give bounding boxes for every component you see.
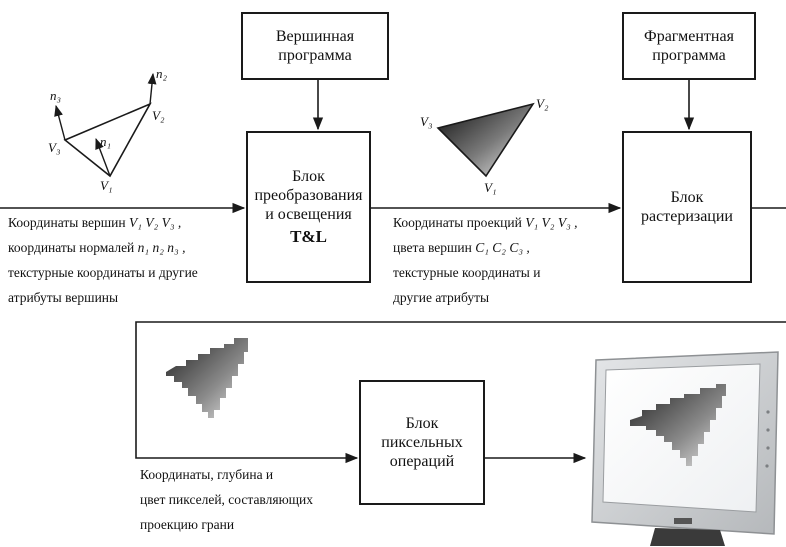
fragment-program-line2: программа: [652, 47, 726, 64]
label-n1: n₁: [100, 134, 111, 149]
projection-l3: текстурные координаты и: [393, 265, 541, 280]
projection-l2-vars: C₁ C₂ C₃ ,: [475, 240, 530, 255]
raster-block-box: Блок растеризации: [622, 131, 752, 283]
vertex-input-l3: текстурные координаты и другие: [8, 265, 198, 280]
vertex-program-line1: Вершинная: [275, 27, 355, 45]
projection-l4: другие атрибуты: [393, 290, 490, 305]
return-line: [135, 321, 786, 464]
tl-block-line3: и освещения: [265, 206, 352, 224]
label-v2: V₂: [152, 108, 165, 123]
tl-block-line2: преобразования: [254, 187, 363, 205]
tl-block-line1: Блок: [292, 168, 325, 186]
projected-triangle: [436, 102, 535, 178]
wireframe-triangle: [54, 72, 157, 178]
pixels-caption: Координаты, глубина и цвет пикселей, сос…: [140, 462, 313, 537]
label-v3: V₃: [48, 140, 60, 155]
tl-block-box: Блок преобразования и освещения T&L: [246, 131, 371, 283]
vertex-input-l2-text: координаты нормалей: [8, 240, 135, 255]
fragment-program-box: Фрагментная программа: [622, 12, 756, 80]
vertex-input-l4: атрибуты вершины: [8, 290, 119, 305]
label-proj-v3: V₃: [420, 114, 432, 129]
label-n3: n₃: [50, 88, 61, 103]
projection-l2-text: цвета вершин: [393, 240, 472, 255]
projection-l1-text: Координаты проекций: [393, 215, 522, 230]
vertex-input-l2-vars: n₁ n₂ n₃ ,: [137, 240, 186, 255]
projection-caption: Координаты проекций V₁ V₂ V₃ , цвета вер…: [393, 210, 578, 310]
pixel-block-line3: операций: [389, 453, 455, 471]
pixels-l3: проекцию грани: [140, 517, 235, 532]
pixel-block-line2: пиксельных: [381, 433, 463, 451]
vertex-input-caption: Координаты вершин V₁ V₂ V₃ , координаты …: [8, 210, 198, 310]
pixels-l1: Координаты, глубина и: [140, 467, 274, 482]
raster-block-line2: растеризации: [641, 208, 733, 225]
label-n2: n₂: [156, 66, 168, 81]
vertex-program-line2: программа: [278, 47, 352, 64]
projection-l1-vars: V₁ V₂ V₃ ,: [525, 215, 578, 230]
label-proj-v2: V₂: [536, 96, 549, 111]
label-proj-v1: V₁: [484, 180, 496, 195]
pixels-l2: цвет пикселей, составляющих: [140, 492, 314, 507]
pixel-block-line1: Блок: [405, 414, 439, 432]
pixelated-triangle: [166, 338, 248, 418]
vertex-input-l1-text: Координаты вершин: [8, 215, 126, 230]
tl-block-line4: T&L: [290, 226, 327, 246]
vertex-input-l1-vars: V₁ V₂ V₃ ,: [128, 215, 182, 230]
label-v1: V₁: [100, 178, 112, 193]
pixel-block-box: Блок пиксельных операций: [359, 380, 485, 505]
fragment-program-line1: Фрагментная: [644, 27, 734, 45]
lcd-monitor-icon: [591, 351, 779, 546]
vertex-program-box: Вершинная программа: [241, 12, 389, 80]
raster-block-line1: Блок: [670, 188, 704, 206]
